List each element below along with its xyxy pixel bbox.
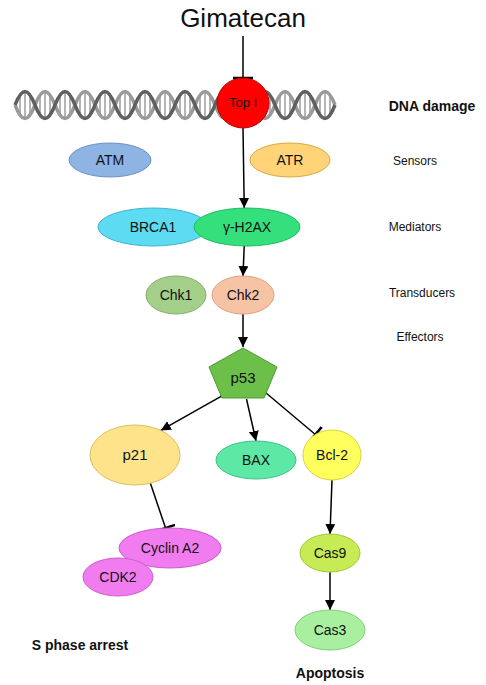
inhibition-connector bbox=[264, 391, 315, 434]
ellipse-shape bbox=[194, 208, 300, 246]
caspase-ellipse: Cas9 bbox=[299, 533, 361, 573]
ellipse-shape bbox=[250, 143, 330, 177]
node-text: CDK2 bbox=[99, 569, 136, 585]
tier-label: Mediators bbox=[389, 221, 442, 235]
enzyme-circle: Top I bbox=[216, 77, 270, 129]
node-text: ATR bbox=[277, 152, 304, 168]
node-label: Cyclin A2 bbox=[141, 540, 199, 556]
ellipse-shape bbox=[83, 558, 153, 596]
sensor-ellipse: ATR bbox=[249, 142, 331, 178]
node-label: ATM bbox=[96, 152, 125, 168]
ellipse-shape bbox=[146, 276, 206, 314]
ellipse-shape bbox=[212, 276, 274, 314]
inhibition-connector bbox=[150, 483, 165, 528]
node-label: Gimatecan bbox=[180, 4, 306, 34]
ellipse-shape bbox=[98, 208, 208, 246]
node-text: Cas9 bbox=[314, 545, 347, 561]
tier-label: Transducers bbox=[389, 287, 455, 301]
dna-strand bbox=[15, 92, 335, 119]
node-label: γ-H2AX bbox=[223, 219, 271, 235]
kinase-ellipse: CDK2 bbox=[82, 557, 154, 597]
ellipse-shape bbox=[69, 143, 151, 177]
activation-arrow bbox=[161, 394, 226, 431]
node-text: Cyclin A2 bbox=[141, 540, 199, 556]
node-label: CDK2 bbox=[99, 569, 136, 585]
node-text: Top I bbox=[229, 96, 257, 111]
node-label: p21 bbox=[122, 446, 147, 463]
ellipse-shape bbox=[90, 425, 180, 485]
activation-arrow bbox=[247, 399, 257, 441]
sensor-ellipse: ATM bbox=[68, 142, 152, 178]
transducer-ellipse: Chk1 bbox=[145, 275, 207, 315]
node-text: Bcl-2 bbox=[316, 447, 348, 463]
outcome-label: S phase arrest bbox=[32, 637, 129, 653]
node-text: BAX bbox=[242, 452, 270, 468]
dna-strand bbox=[15, 92, 335, 119]
ellipse-shape bbox=[216, 441, 296, 479]
protein-ellipse: p21 bbox=[89, 424, 181, 486]
node-text: Gimatecan bbox=[180, 4, 306, 34]
tier-label: Effectors bbox=[396, 331, 443, 345]
stage-heading: DNA damage bbox=[389, 98, 476, 114]
ellipse-shape bbox=[303, 430, 361, 480]
tier-label: Sensors bbox=[393, 155, 437, 169]
node-label: Cas9 bbox=[314, 545, 347, 561]
node-text: p21 bbox=[122, 446, 147, 463]
effector-pentagon: p53 bbox=[208, 347, 278, 399]
inhibition-connector bbox=[242, 36, 244, 78]
node-text: Chk1 bbox=[160, 287, 193, 303]
ellipse-shape bbox=[295, 610, 365, 650]
outcome-label: Apoptosis bbox=[296, 665, 364, 681]
pentagon-shape bbox=[209, 348, 277, 398]
protein-ellipse: BAX bbox=[215, 440, 297, 480]
ellipse-shape bbox=[217, 78, 269, 128]
node-label: BRCA1 bbox=[130, 219, 177, 235]
activation-arrow bbox=[242, 314, 244, 347]
node-label: Cas3 bbox=[314, 622, 347, 638]
node-text: p53 bbox=[230, 369, 255, 386]
node-label: Chk2 bbox=[227, 287, 260, 303]
activation-arrow bbox=[329, 572, 331, 610]
node-label: BAX bbox=[242, 452, 270, 468]
activation-arrow bbox=[243, 128, 244, 208]
node-label: Bcl-2 bbox=[316, 447, 348, 463]
mediator-ellipse: BRCA1 bbox=[97, 207, 209, 247]
node-text: Chk2 bbox=[227, 287, 260, 303]
node-text: Cas3 bbox=[314, 622, 347, 638]
node-label: Chk1 bbox=[160, 287, 193, 303]
node-label: ATR bbox=[277, 152, 304, 168]
node-text: BRCA1 bbox=[130, 219, 177, 235]
drug-label: Gimatecan bbox=[176, 2, 310, 36]
node-text: ATM bbox=[96, 152, 125, 168]
activation-arrow bbox=[330, 480, 332, 534]
ellipse-shape bbox=[300, 534, 360, 572]
node-label: Top I bbox=[229, 96, 257, 111]
protein-ellipse: Bcl-2 bbox=[302, 429, 362, 481]
transducer-ellipse: Chk2 bbox=[211, 275, 275, 315]
node-text: γ-H2AX bbox=[223, 219, 271, 235]
activation-arrow bbox=[243, 246, 244, 276]
node-label: p53 bbox=[230, 369, 255, 386]
caspase-ellipse: Cas3 bbox=[294, 609, 366, 651]
mediator-ellipse: γ-H2AX bbox=[193, 207, 301, 247]
